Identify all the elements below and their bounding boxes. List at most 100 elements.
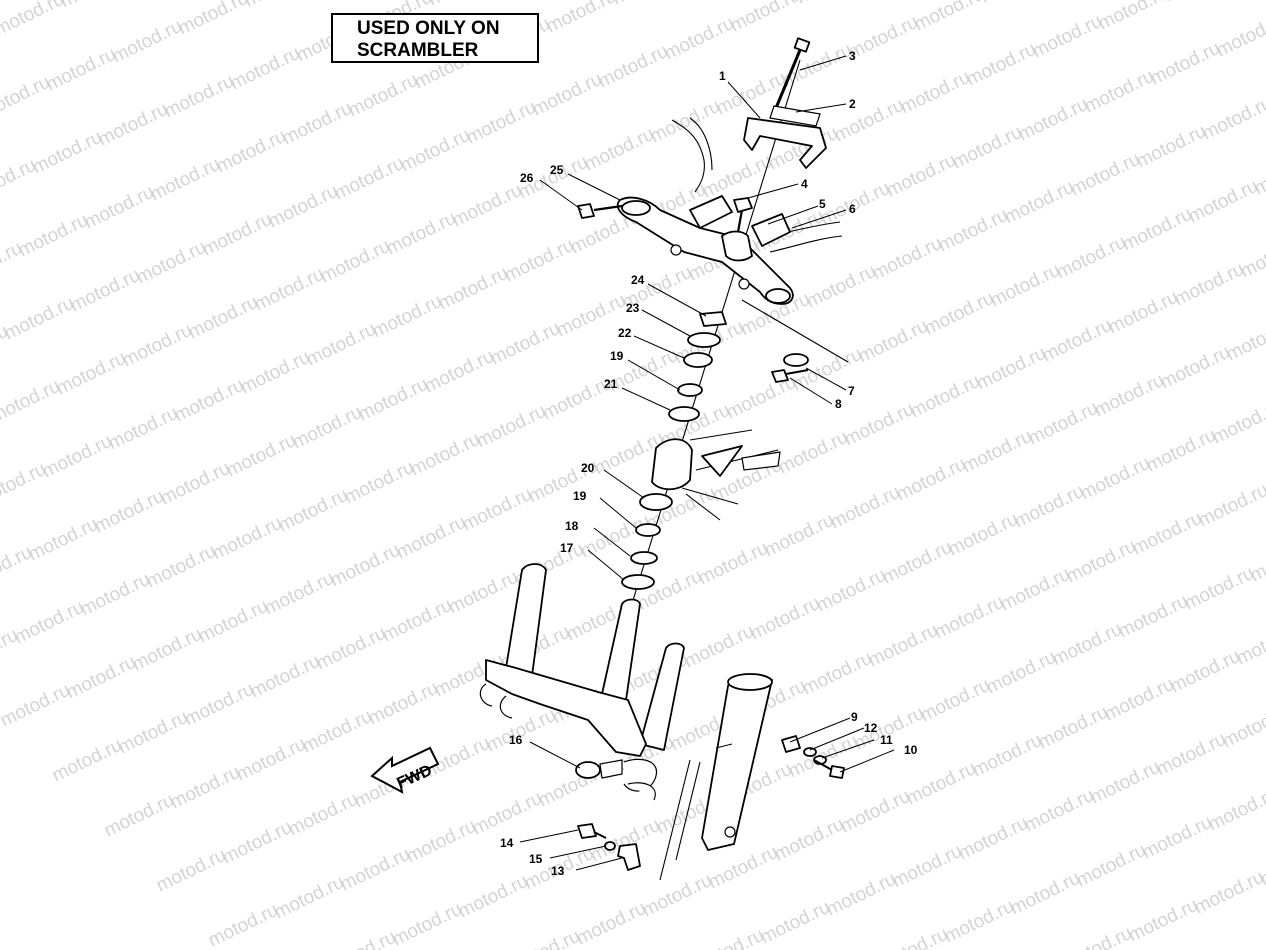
watermark-text: motod.ru [1191,867,1266,919]
watermark-text: motod.ru [303,319,380,371]
watermark-text: motod.ru [195,596,272,648]
callout-9: 9 [851,710,858,724]
bolt-part-14 [577,823,607,839]
washer-part-12 [803,747,817,757]
watermark-text: motod.ru [501,235,578,287]
watermark-text: motod.ru [109,16,186,68]
watermark-text: motod.ru [1199,93,1266,145]
watermark-text: motod.ru [935,205,1012,257]
watermark-text: motod.ru [317,236,394,288]
watermark-text: motod.ru [1237,231,1266,283]
watermark-text: motod.ru [53,348,130,400]
watermark-text: motod.ru [175,0,252,39]
watermark-text: motod.ru [875,924,952,950]
watermark-text: motod.ru [779,40,856,92]
watermark-text: motod.ru [341,457,418,509]
bearing-race-part-20 [639,493,673,511]
watermark-text: motod.ru [757,897,834,949]
watermark-text: motod.ru [337,844,414,896]
watermark-text: motod.ru [397,125,474,177]
watermark-text: motod.ru [1081,66,1158,118]
watermark-text: motod.ru [205,900,282,950]
watermark-text: motod.ru [889,841,966,893]
watermark-text: motod.ru [133,237,210,289]
watermark-text: motod.ru [261,568,338,620]
watermark-text: motod.ru [1171,259,1248,311]
watermark-text: motod.ru [271,872,348,924]
watermark-text: motod.ru [1007,868,1084,920]
watermark-text: motod.ru [91,486,168,538]
watermark-text: motod.ru [365,678,442,730]
watermark-text: motod.ru [379,595,456,647]
watermark-text: motod.ru [803,261,880,313]
watermark-text: motod.ru [931,592,1008,644]
watermark-text: motod.ru [799,648,876,700]
watermark-text: motod.ru [77,569,154,621]
lower-triple-clamp [479,563,685,757]
callout-23: 23 [626,301,640,315]
watermark-text: motod.ru [959,426,1036,478]
watermark-text: motod.ru [865,620,942,672]
callout-21: 21 [604,377,618,391]
callout-17: 17 [560,541,574,555]
callout-7: 7 [848,384,855,398]
watermark-text: motod.ru [1049,619,1126,671]
watermark-text: motod.ru [407,429,484,481]
watermark-text: motod.ru [793,0,870,8]
watermark-text: motod.ru [345,70,422,122]
watermark-text: motod.ru [879,537,956,589]
callout-14: 14 [500,836,514,850]
watermark-text: motod.ru [1233,618,1266,670]
watermark-text: motod.ru [855,316,932,368]
watermark-text: motod.ru [119,320,196,372]
callout-labels: 1 2 3 4 5 6 7 8 9 10 11 12 13 14 15 16 1… [500,49,918,878]
seal-part-17 [621,574,655,590]
watermark-text: motod.ru [15,210,92,262]
watermark-text: motod.ru [157,458,234,510]
watermark-text: motod.ru [1157,342,1234,394]
callout-20: 20 [581,461,595,475]
watermark-text: motod.ru [1181,563,1258,615]
watermark-text: motod.ru [237,347,314,399]
watermark-text: motod.ru [647,96,724,148]
frame-steering-head [651,299,849,521]
watermark-text: motod.ru [39,431,116,483]
watermark-text: motod.ru [837,786,914,838]
watermark-text: motod.ru [233,734,310,786]
watermark-text: motod.ru [219,817,296,869]
watermark-text: motod.ru [161,71,238,123]
watermark-text: motod.ru [747,593,824,645]
watermark-text: motod.ru [181,679,258,731]
watermark-text: motod.ru [469,788,546,840]
watermark-text: motod.ru [167,762,244,814]
watermark-text: motod.ru [661,13,738,65]
washer-part-22 [683,352,713,368]
watermark-text: motod.ru [681,621,758,673]
watermark-text: motod.ru [483,705,560,757]
callout-5: 5 [819,197,826,211]
watermark-text: motod.ru [1001,177,1078,229]
watermark-text: motod.ru [903,758,980,810]
callout-18: 18 [565,519,579,533]
watermark-text: motod.ru [199,209,276,261]
watermark-text: motod.ru [845,12,922,64]
watermark-text: motod.ru [0,0,68,40]
callout-6: 6 [849,202,856,216]
bearing-part-18 [630,551,658,565]
bolt-part-10 [813,759,845,779]
watermark-text: motod.ru [355,374,432,426]
watermark-text: motod.ru [445,567,522,619]
watermark-text: motod.ru [463,97,540,149]
watermark-text: motod.ru [81,182,158,234]
watermark-text: motod.ru [393,512,470,564]
watermark-text: motod.ru [987,260,1064,312]
watermark-text: motod.ru [101,790,178,842]
watermark-text: motod.ru [1095,0,1172,34]
brake-hose-clamp-part-16 [575,758,658,801]
watermark-text: motod.ru [1029,11,1106,63]
watermark-text: motod.ru [143,541,220,593]
watermark-text: motod.ru [1035,702,1112,754]
watermark-text: motod.ru [1067,149,1144,201]
note-line-2: SCRAMBLER [357,40,479,61]
